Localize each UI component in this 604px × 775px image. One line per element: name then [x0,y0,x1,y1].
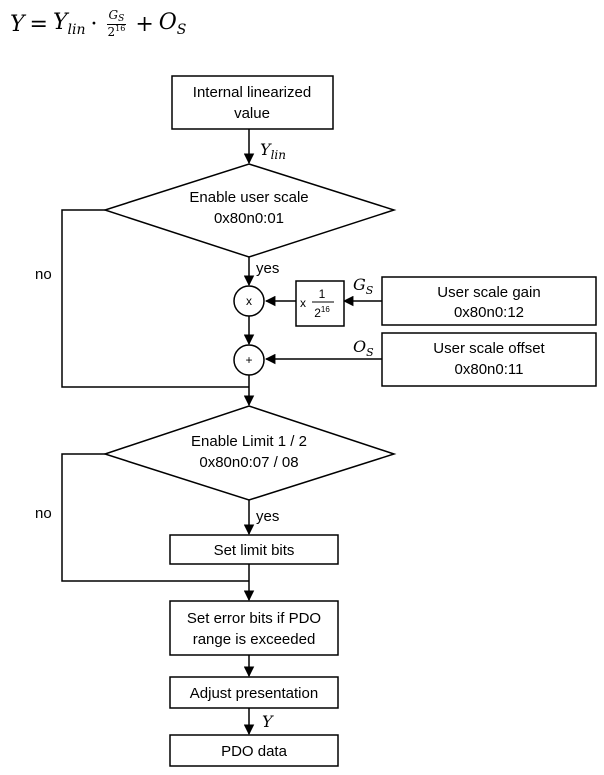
internal-value-box [171,75,334,130]
node-shapes [102,75,597,767]
gs-edge-label: GS [353,275,374,297]
yes-label-limit: yes [256,508,279,525]
formula-den-exp: 16 [115,24,126,34]
user-scale-offset-line1: User scale offset [433,340,545,357]
enable-user-scale-line1: Enable user scale [189,189,308,206]
os-edge-label: OS [353,337,374,359]
formula-ylin: Ylin [53,10,86,38]
gs-edge-sub: S [366,284,374,297]
adjust-presentation-box [169,676,339,709]
pdo-data-label: PDO data [221,743,288,760]
os-edge-base: O [353,337,366,356]
enable-limit-line2: 0x80n0:07 / 08 [199,454,298,471]
user-scale-offset-box [381,332,597,387]
yes-label-scale: yes [256,260,279,277]
scale-factor-den-exp: 16 [321,305,330,314]
set-limit-bits-label: Set limit bits [214,542,295,559]
enable-user-scale-decision [102,163,397,258]
scale-factor-denominator: 216 [314,305,330,320]
set-error-bits-line1: Set error bits if PDO [187,610,321,627]
formula-den-base: 2 [107,25,116,40]
ylin-edge-label: Ylin [260,140,286,162]
os-edge-sub: S [366,346,374,359]
adjust-presentation-label: Adjust presentation [190,685,318,702]
user-scale-gain-line1: User scale gain [437,284,540,301]
user-scale-gain-box [381,276,597,326]
multiply-node [233,285,265,317]
formula-os-base: O [158,10,177,35]
y-output-edge-label: Y [262,712,274,731]
formula-dot: · [90,11,98,37]
add-symbol: + [245,353,252,367]
node-labels: Internal linearized value Enable user sc… [187,84,546,760]
scaling-formula: Y = Ylin · GS 216 + OS [10,6,186,42]
formula-denominator: 216 [105,25,127,39]
set-error-bits-box [169,600,339,656]
multiply-symbol: x [246,294,252,308]
ylin-edge-base: Y [260,140,272,159]
user-scale-offset-line2: 0x80n0:11 [455,361,524,378]
internal-value-line1: Internal linearized [193,84,311,101]
scale-factor-prefix: x [300,296,306,310]
gs-edge-base: G [353,275,366,294]
ylin-edge-sub: lin [271,148,286,162]
edge-limit-no-bypass [61,453,249,582]
formula-plus: + [135,11,154,37]
formula-gs-sub: S [118,13,125,24]
formula-ylin-base: Y [52,10,68,35]
pdo-data-box [169,734,339,767]
no-label-limit: no [35,505,52,522]
formula-equals: = [29,11,48,37]
user-scale-gain-line2: 0x80n0:12 [454,304,524,321]
enable-limit-decision [102,405,397,501]
edge-scale-no-bypass [61,209,249,388]
formula-gs-base: G [108,7,119,22]
formula-ylin-sub: lin [67,22,86,38]
formula-numerator: GS [106,7,127,26]
enable-limit-line1: Enable Limit 1 / 2 [191,433,307,450]
formula-os-sub: S [176,22,187,38]
enable-user-scale-line2: 0x80n0:01 [214,210,284,227]
scale-factor-den-base: 2 [314,306,321,320]
formula-fraction: GS 216 [105,9,127,39]
scale-factor-numerator: 1 [319,287,326,301]
scale-factor-box [295,280,345,327]
connectors [61,129,382,736]
set-error-bits-line2: range is exceeded [193,631,316,648]
internal-value-line2: value [234,105,270,122]
set-limit-bits-box [169,534,339,565]
formula-y: Y [10,11,25,37]
no-label-scale: no [35,266,52,283]
edge-labels: Ylin yes no GS OS yes no Y [35,140,374,731]
formula-os: OS [159,10,187,38]
add-node [233,344,265,376]
